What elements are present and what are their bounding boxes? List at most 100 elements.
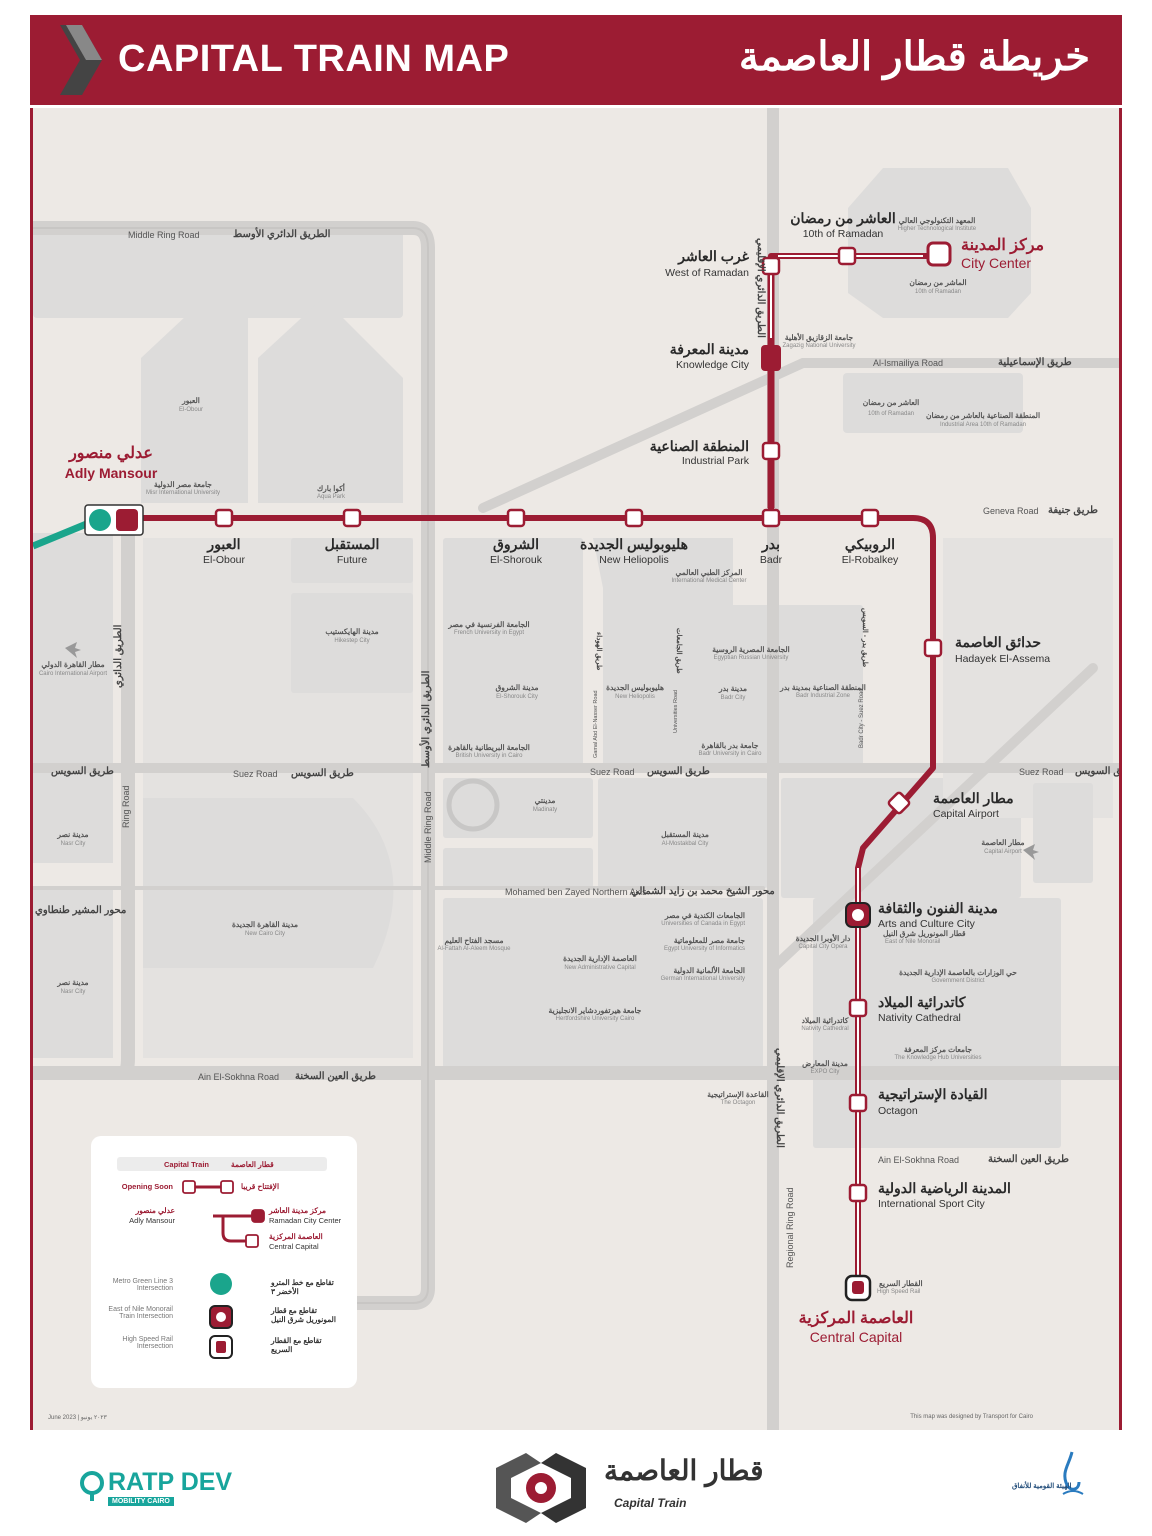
station-shorouk-en: El-Shorouk (490, 554, 542, 566)
area-nac-ar: العاصمة الإدارية الجديدة (563, 954, 637, 963)
station-obour-en: El-Obour (202, 554, 246, 566)
station-knowledge-ar: مدينة المعرفة (669, 341, 749, 357)
road-badr-suez-en: Badr City - Suez Road (859, 688, 865, 748)
road-geneva-en: Geneva Road (983, 506, 1039, 516)
area-octagon-ar: القاعدة الإستراتيجية (707, 1090, 769, 1099)
road-universities-ar: طريق الجامعات (675, 628, 682, 674)
area-madinaty-en: Madinaty (532, 807, 558, 813)
station-obour-ar: العبور (207, 536, 241, 552)
page-title-en: CAPITAL TRAIN MAP (118, 38, 510, 80)
ratp-pin-icon (80, 1471, 104, 1501)
station-arts-en: Arts and Culture City (878, 918, 975, 930)
legend-metro-en: Metro Green Line 3 Intersection (112, 1278, 173, 1292)
station-tenth-en: 10th of Ramadan (802, 228, 884, 240)
area-tenth2-ar: الماشر من رمضان (909, 278, 967, 287)
station-hadayek-ar: حدائق العاصمة (955, 634, 1042, 650)
area-bue-en: British University in Cairo (455, 753, 523, 759)
area-mostakbal-en: Al-Mostakbal City (661, 841, 709, 847)
station-knowledge-en: Knowledge City (676, 359, 749, 371)
area-canada-ar: الجامعات الكندية في مصر (664, 911, 745, 920)
area-tkh-en: The Knowledge Hub Universities (894, 1055, 982, 1061)
area-mosque-ar: مسجد الفتاح العليم (444, 936, 504, 945)
area-zagazig-ar: جامعة الزقازيق الأهلية (784, 333, 854, 342)
station-airport-ar: مطار العاصمة (933, 790, 1014, 806)
area-shorouk-ar: مدينة الشروق (495, 683, 539, 692)
area-nasr-en-2: Nasr City (60, 989, 86, 995)
road-sokhna-ar-2: طريق العين السخنة (988, 1154, 1070, 1165)
road-mbz-ar: محور الشيخ محمد بن زايد الشمالي (631, 886, 775, 897)
area-eui-ar: جامعة مصر للمعلوماتية (673, 936, 745, 945)
area-badr-ind-en: Badr Industrial Zone (795, 693, 851, 699)
area-hti-ar: المعهد التكنولوجي العالي (898, 216, 976, 225)
chevron-logo-icon (60, 25, 102, 95)
road-suez-ar-3: طريق السويس (647, 766, 710, 777)
road-north90-en: Gamal Abd El-Nasser Road (593, 690, 599, 758)
road-ismailiya-en: Al-Ismailiya Road (873, 358, 944, 368)
road-middle-ring-v-ar: الطريق الدائري الأوسط (421, 670, 432, 768)
area-miu-en: Misr International University (145, 490, 221, 496)
road-geneva-ar: طريق جنيفة (1048, 505, 1099, 516)
station-sport-en: International Sport City (878, 1198, 985, 1210)
area-hsr-en: High Speed Rail (877, 1289, 921, 1295)
nat-authority-logo: الهيئة القومية للأنفاق (1012, 1450, 1092, 1520)
station-heliopolis-en: New Heliopolis (599, 554, 669, 566)
area-bue-ar: الجامعة البريطانية بالقاهرة (448, 743, 530, 752)
station-west-ramadan-en: West of Ramadan (665, 267, 749, 279)
area-mostakbal-ar: مدينة المستقبل (661, 830, 709, 839)
area-industrial-ar: المنطقة الصناعية بالعاشر من رمضان (925, 411, 1041, 420)
road-regional-ar-2: الطريق الدائري الإقليمي (774, 1048, 785, 1148)
legend-monorail-en: East of Nile Monorail Train Intersection (108, 1306, 173, 1320)
area-gov-ar: حي الوزارات بالعاصمة الإدارية الجديدة (899, 968, 1017, 977)
area-heliopolis-en: New Heliopolis (615, 694, 655, 700)
water-drop-icon (1062, 1451, 1084, 1495)
logo-name-en: Capital Train (614, 1496, 687, 1510)
area-heliopolis-ar: هليوبوليس الجديدة (606, 683, 664, 692)
area-cap-airport-en: Capital Airport (984, 849, 1022, 855)
area-newcairo-en: New Cairo City (244, 931, 286, 937)
area-giu-ar: الجامعة الألمانية الدولية (673, 966, 745, 975)
area-herts-ar: جامعة هيرتفوردشاير الانجليزية (548, 1006, 642, 1015)
ratp-sub: MOBILITY CAIRO (108, 1497, 174, 1506)
legend-central-en: Central Capital (269, 1242, 319, 1251)
road-ring-en: Ring Road (121, 785, 131, 828)
road-ring-ar: الطريق الدائري (113, 624, 124, 688)
area-monorail-ar: قطار المونوريل شرق النيل (883, 929, 966, 938)
legend-hsr-en: High Speed Rail Intersection (122, 1336, 173, 1350)
area-monorail-en: East of Nile Monorail (885, 939, 941, 945)
page-title-ar: خريطة قطار العاصمة (738, 35, 1090, 79)
area-nasr-ar-1: مدينة نصر (57, 830, 89, 839)
area-aquapark-ar: أكوا بارك (317, 484, 345, 493)
area-buc-ar: جامعة بدر بالقاهرة (701, 741, 759, 750)
area-tenth2-en: 10th of Ramadan (914, 289, 962, 295)
station-nativity-ar: كاتدرائية الميلاد (878, 994, 966, 1010)
area-cairo-airport-en: Cairo International Airport (38, 671, 108, 677)
road-north90-ar: طريق الهوداء (595, 632, 602, 671)
area-nac-en: New Administrative Capital (564, 965, 636, 971)
station-badr-ar: بدر (761, 536, 781, 552)
area-badr-en: Badr City (720, 695, 746, 701)
map-area[interactable]: عدلي منصور Adly Mansour العبور El-Obour … (30, 108, 1122, 1430)
station-west-ramadan-ar: غرب العاشر (678, 248, 749, 264)
legend-ramadan-en: Ramadan City Center (269, 1216, 342, 1225)
road-suez-en-2: Suez Road (590, 767, 635, 777)
area-hti-en: Higher Technological Institute (897, 226, 977, 232)
area-mosque-en: Al-Fattah Al-Aleem Mosque (437, 946, 511, 952)
station-industrial-en: Industrial Park (681, 455, 749, 467)
map-credit: This map was designed by Transport for C… (910, 1414, 1033, 1420)
capital-train-emblem-icon (496, 1453, 586, 1523)
area-opera-en: Capital City Opera (798, 944, 848, 950)
area-french-ar: الجامعة الفرنسية في مصر (448, 620, 530, 629)
station-airport-en: Capital Airport (933, 808, 999, 820)
station-octagon-en: Octagon (878, 1105, 918, 1117)
logo-name-ar: قطار العاصمة (604, 1455, 764, 1486)
map-base (33, 108, 1119, 1430)
area-obour-en: El-Obour (178, 407, 204, 413)
station-central-en: Central Capital (809, 1329, 903, 1345)
legend-title-ar: قطار العاصمة (231, 1160, 274, 1169)
area-zagazig-en: Zagazig National University (782, 343, 856, 349)
legend-opening-en: Opening Soon (121, 1182, 173, 1191)
map-date: June 2023 | ٢٠٢٣ يونيو (48, 1415, 107, 1421)
road-badr-suez-ar: طريق بدر - السويس (861, 608, 868, 668)
station-adly-en: Adly Mansour (64, 465, 158, 481)
